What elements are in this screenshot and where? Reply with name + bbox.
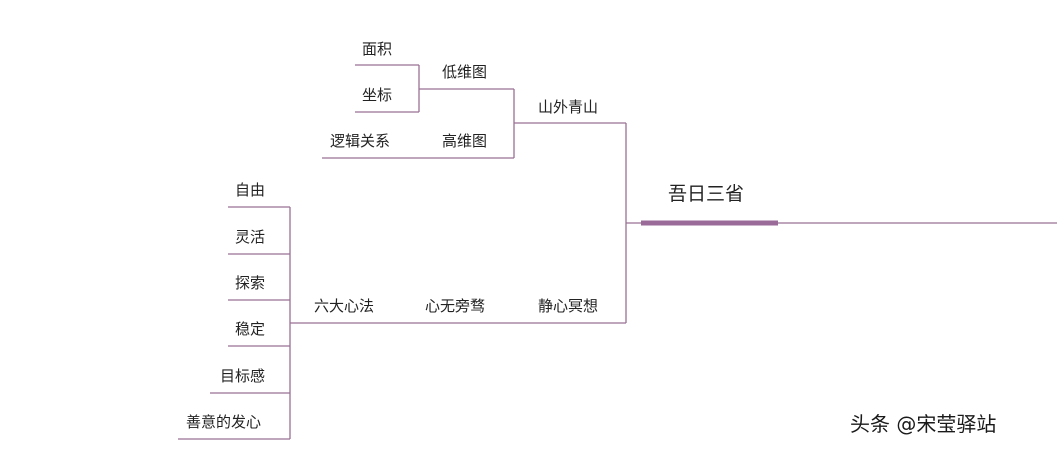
leaf-linghuo: 灵活 (235, 228, 266, 246)
root-node: 吾日三省 (668, 183, 745, 205)
node-diwei: 低维图 (442, 63, 488, 81)
leaf-mianji: 面积 (362, 40, 393, 58)
leaf-ziyou: 自由 (235, 181, 266, 199)
branch-jingxin: 静心冥想 (538, 297, 599, 315)
leaf-luoji: 逻辑关系 (330, 132, 391, 150)
branch-shanwai: 山外青山 (538, 98, 599, 116)
node-gaowei: 高维图 (442, 132, 488, 150)
leaf-zuobiao: 坐标 (362, 86, 393, 104)
leaf-wending: 稳定 (235, 320, 266, 338)
watermark-text: 头条 @宋莹驿站 (850, 412, 997, 436)
trunk-connector (625, 123, 641, 323)
leaf-mubiaogan: 目标感 (220, 367, 266, 385)
leaf-tansuo: 探索 (235, 274, 266, 292)
node-xinwupangwu: 心无旁骛 (425, 297, 486, 315)
node-liudaxinfa: 六大心法 (314, 297, 375, 315)
leaf-shanyi: 善意的发心 (186, 413, 262, 431)
